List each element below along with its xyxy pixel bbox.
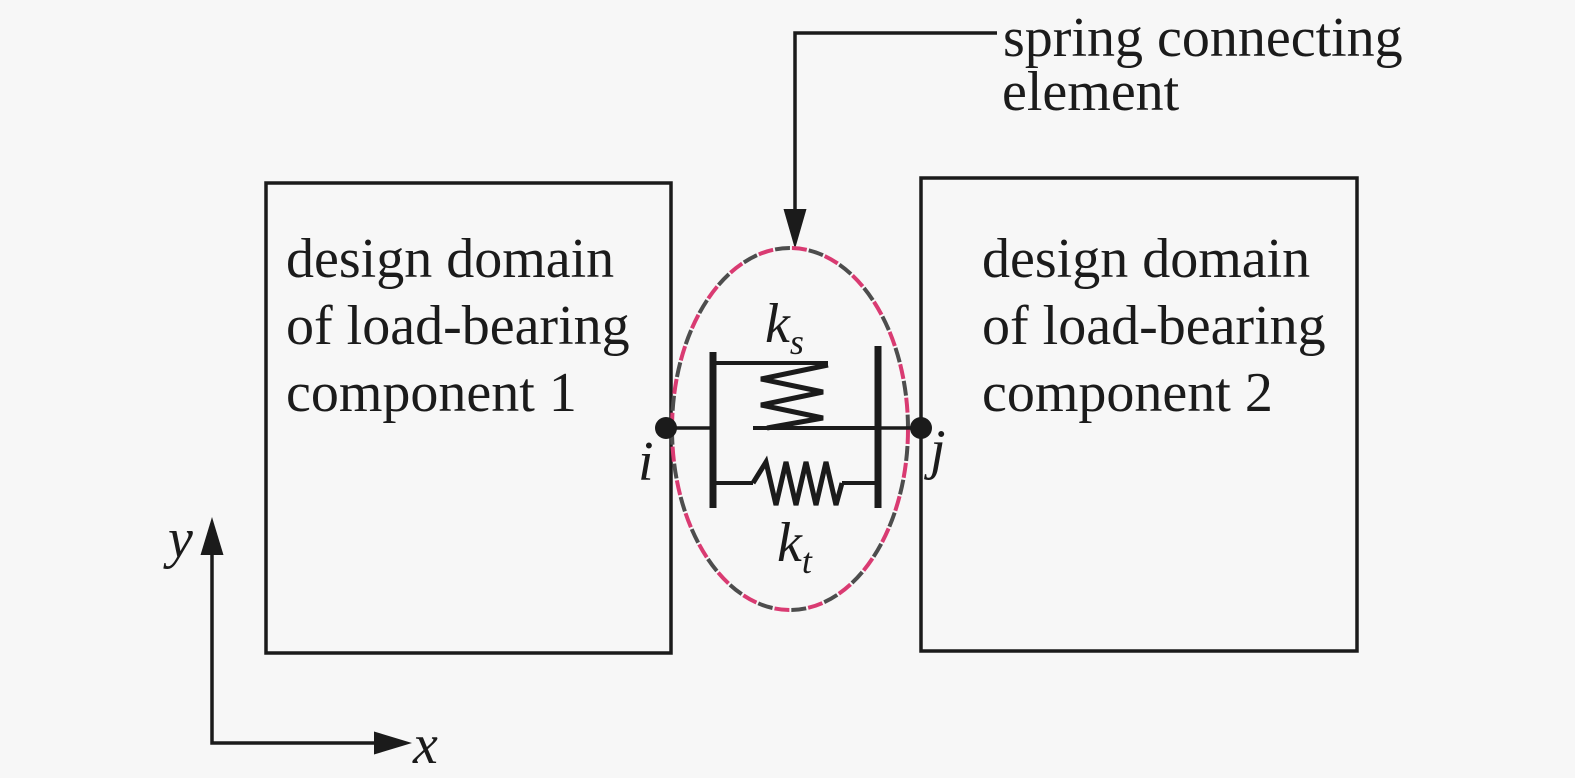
shear-stiffness-symbol: k (765, 293, 791, 355)
callout-label-line1: spring connecting (1003, 7, 1403, 69)
callout-leader-line (793, 31, 997, 213)
coordinate-axes: y x (163, 508, 438, 776)
x-axis-label: x (412, 714, 438, 776)
spring-connecting-element (655, 346, 932, 508)
domain2-label-line1: design domain (982, 228, 1310, 290)
axial-stiffness-label: kt (777, 512, 813, 581)
node-i-dot (655, 417, 677, 439)
design-domain-2-rect (919, 176, 1359, 653)
axes-lines (210, 552, 378, 745)
domain1-label-line2: of load-bearing (286, 295, 630, 357)
callout-label-line2: element (1002, 61, 1180, 123)
axial-spring-coil (750, 455, 845, 506)
domain2-label-line3: component 2 (982, 362, 1273, 424)
y-axis-label: y (163, 508, 193, 570)
axial-stiffness-symbol: k (777, 512, 803, 574)
node-i-label: i (638, 431, 654, 493)
shear-stiffness-label: ks (765, 293, 804, 362)
node-j-label: j (924, 419, 946, 481)
node-j-dot (910, 417, 932, 439)
y-axis-arrowhead-icon (200, 517, 224, 555)
shear-spring-coil (760, 362, 829, 431)
domain1-label-line1: design domain (286, 228, 614, 290)
axial-stiffness-subscript: t (802, 541, 813, 581)
callout-arrowhead-icon (783, 209, 807, 249)
callout-leader-arrow (783, 31, 997, 249)
domain1-label-line3: component 1 (286, 362, 577, 424)
domain2-label-line2: of load-bearing (982, 295, 1326, 357)
x-axis-arrowhead-icon (374, 731, 412, 755)
shear-stiffness-subscript: s (790, 322, 804, 362)
